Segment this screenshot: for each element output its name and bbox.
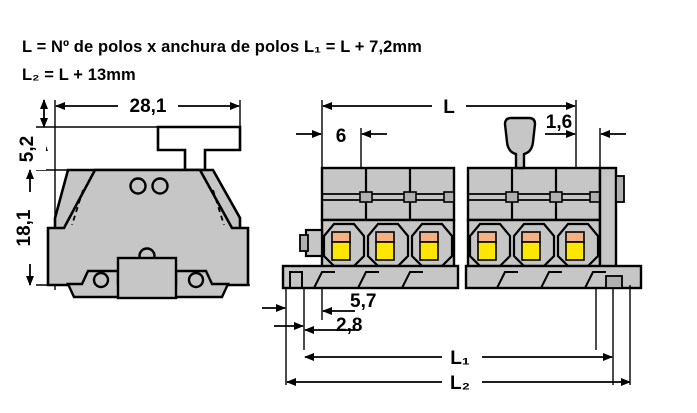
side-view-hole-left	[129, 177, 147, 195]
pole-2-orange-window	[375, 231, 395, 243]
pole-slot-tabs	[359, 191, 601, 203]
pole-3-orange-window	[419, 231, 439, 243]
dim-label-L2: L₂	[450, 373, 470, 394]
note-formula-L: L = Nº de polos x anchura de polos L₁ = …	[22, 38, 422, 56]
front-view-base	[281, 264, 643, 290]
pole-6-yellow-window	[565, 241, 585, 261]
pole-6-orange-window	[565, 231, 585, 243]
dim-edge-1-6: 1,6	[545, 112, 626, 138]
dim-label-L1: L₁	[450, 348, 470, 369]
dim-label-2-8: 2,8	[336, 315, 362, 336]
side-view-hole-right	[151, 177, 169, 195]
dim-width-28-1: 28,1	[55, 93, 240, 117]
dim-height-18-1: 18,1	[14, 169, 44, 286]
pole-1	[322, 222, 366, 268]
front-view-left-tab	[299, 228, 324, 258]
dim-label-5-7: 5,7	[350, 291, 376, 312]
dim-length-L: L	[322, 93, 576, 118]
dim-length-L1: L₁	[304, 344, 613, 369]
pole-5-yellow-window	[521, 241, 541, 261]
pole-2-yellow-window	[375, 241, 395, 261]
note-formula-L2: L₂ = L + 13mm	[22, 66, 136, 84]
side-view-foot-hole-right	[187, 271, 205, 289]
side-view-body	[46, 168, 250, 287]
dim-offset-5-7: 5,7	[322, 291, 376, 315]
dim-label-18-1: 18,1	[14, 209, 35, 246]
side-view-group: 28,1 5,2 18,1	[14, 93, 250, 300]
pole-1-orange-window	[331, 231, 351, 243]
dim-pitch-6: 6	[296, 126, 387, 147]
pole-4-yellow-window	[477, 241, 497, 261]
pole-2	[366, 222, 410, 268]
side-view-foot-hole-left	[92, 271, 110, 289]
pole-3-yellow-window	[419, 241, 439, 261]
dim-label-5-2: 5,2	[17, 136, 38, 162]
dim-length-L2: L₂	[286, 369, 631, 394]
dim-label-L: L	[443, 97, 455, 118]
pole-4	[468, 222, 512, 268]
side-view-foot-center-block	[116, 256, 178, 300]
front-view-right-endplate	[598, 166, 625, 270]
dim-leader-arrows	[262, 304, 304, 330]
base-right-notch	[605, 275, 623, 289]
front-view-poles	[320, 166, 602, 270]
dim-offset-2-8: 2,8	[304, 315, 362, 336]
dim-label-6: 6	[336, 126, 347, 147]
dim-height-5-2: 5,2	[17, 99, 48, 170]
dim-label-28-1: 28,1	[130, 96, 167, 117]
side-view-dashed-chamfers	[71, 189, 225, 226]
pole-1-yellow-window	[331, 241, 351, 261]
base-step-lines	[289, 271, 606, 289]
front-view-group: L 6 1,6	[262, 93, 643, 394]
pole-5-orange-window	[521, 231, 541, 243]
pole-4-orange-window	[477, 231, 497, 243]
pole-6	[556, 222, 600, 268]
pole-3	[410, 222, 454, 268]
pole-5	[512, 222, 556, 268]
front-view-lever	[503, 116, 537, 170]
dim-label-1-6: 1,6	[546, 112, 572, 133]
pole-slot-lines	[322, 193, 600, 201]
side-view-lever	[156, 125, 242, 172]
